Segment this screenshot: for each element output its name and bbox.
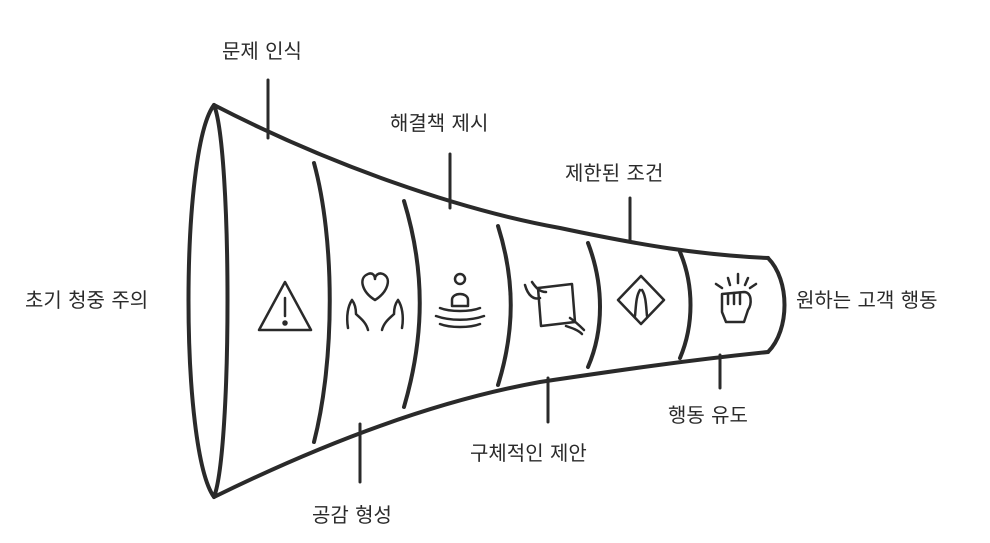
label-stage4: 구체적인 제안 [470, 441, 587, 465]
funnel-bottom-edge [212, 350, 770, 499]
funnel-body [186, 103, 787, 499]
label-stage2: 공감 형성 [312, 503, 392, 527]
funnel-end-cap [766, 256, 787, 354]
hand-with-document-icon [523, 280, 586, 336]
label-stage1: 문제 인식 [222, 39, 302, 63]
leader-lines [266, 78, 722, 484]
label-stage5: 제한된 조건 [565, 161, 663, 185]
funnel-top-edge [212, 103, 770, 260]
label-end: 원하는 고객 행동 [796, 288, 938, 312]
meditating-person-icon [434, 272, 486, 329]
label-start: 초기 청중 주의 [25, 288, 148, 312]
label-stage3: 해결책 제시 [390, 111, 488, 135]
segment-divider-1 [312, 161, 332, 444]
heart-in-hands-icon [345, 272, 405, 332]
funnel-mouth [186, 103, 230, 499]
raised-fist-icon [714, 272, 758, 324]
label-stage6: 행동 유도 [668, 403, 748, 427]
warning-triangle-icon [257, 280, 313, 332]
segment-divider-2 [402, 199, 422, 409]
segment-divider-4 [586, 241, 602, 369]
road-sign-diamond-icon [616, 274, 666, 326]
segment-divider-5 [678, 250, 693, 360]
segment-divider-3 [496, 224, 513, 387]
